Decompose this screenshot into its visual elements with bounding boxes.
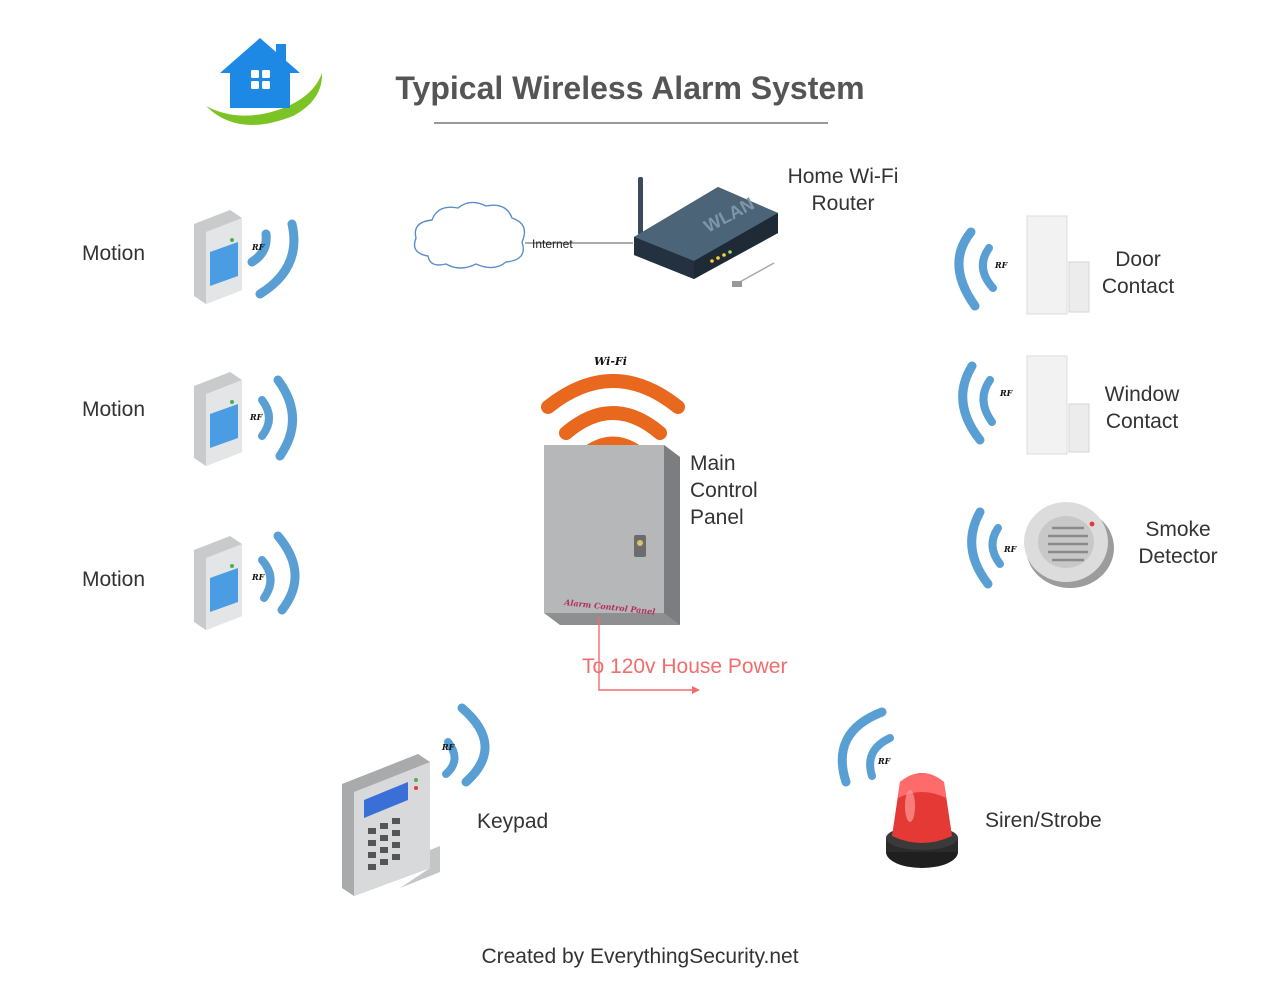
rf-label: RF: [441, 742, 456, 752]
router-label-line1: Home Wi-Fi: [787, 165, 899, 188]
keypad-label: Keypad: [477, 810, 549, 833]
rf-label: RF: [999, 388, 1014, 398]
window-contact-label-line2: Contact: [1105, 410, 1179, 433]
rf-label: RF: [1003, 544, 1018, 554]
window-contact-icon: RF: [958, 355, 1090, 455]
house-logo-icon: [206, 38, 323, 125]
siren-strobe-icon: RF: [837, 707, 958, 868]
door-contact-icon: RF: [954, 215, 1090, 315]
rf-label: RF: [994, 260, 1009, 270]
router-icon: WLAN: [634, 177, 778, 287]
power-line-arrow: [598, 616, 700, 694]
window-contact-label: Window Contact: [1082, 381, 1202, 435]
wifi-label: Wi-Fi: [594, 355, 627, 368]
cloud-icon: [413, 201, 526, 269]
smoke-detector-label-line2: Detector: [1138, 545, 1218, 568]
smoke-detector-label-line1: Smoke: [1145, 518, 1211, 541]
motion-sensor-icon: RF: [194, 372, 297, 466]
control-panel-label-line3: Panel: [690, 506, 744, 529]
door-contact-label-line1: Door: [1115, 248, 1161, 271]
control-panel-label-line1: Main: [690, 452, 736, 475]
power-label: To 120v House Power: [582, 655, 788, 678]
control-panel-label-line2: Control: [690, 479, 758, 502]
credit-text: Created by EverythingSecurity.net: [481, 945, 799, 968]
rf-label: RF: [251, 572, 266, 582]
internet-link-line: [525, 242, 633, 244]
control-panel-icon: Alarm Control Panel: [541, 374, 685, 625]
door-contact-label: Door Contact: [1080, 246, 1196, 300]
motion-label-1: Motion: [82, 242, 146, 265]
smoke-detector-icon: RF: [967, 502, 1114, 589]
control-panel-label: Main Control Panel: [690, 450, 758, 531]
door-contact-label-line2: Contact: [1101, 275, 1175, 298]
router-label: Home Wi-Fi Router: [770, 163, 916, 217]
motion-sensor-icon: RF: [194, 210, 299, 304]
motion-label-3: Motion: [82, 568, 146, 591]
siren-strobe-label: Siren/Strobe: [985, 809, 1102, 832]
title-underline: [434, 122, 828, 124]
rf-label: RF: [251, 242, 266, 252]
rf-label: RF: [877, 756, 892, 766]
rf-label: RF: [249, 412, 264, 422]
motion-sensor-icon: RF: [194, 531, 300, 630]
internet-label: Internet: [532, 237, 573, 251]
keypad-icon: RF: [342, 703, 490, 896]
page-title: Typical Wireless Alarm System: [395, 70, 865, 106]
motion-label-2: Motion: [82, 398, 146, 421]
smoke-detector-label: Smoke Detector: [1128, 516, 1228, 570]
router-label-line2: Router: [811, 192, 875, 215]
window-contact-label-line1: Window: [1104, 383, 1180, 406]
